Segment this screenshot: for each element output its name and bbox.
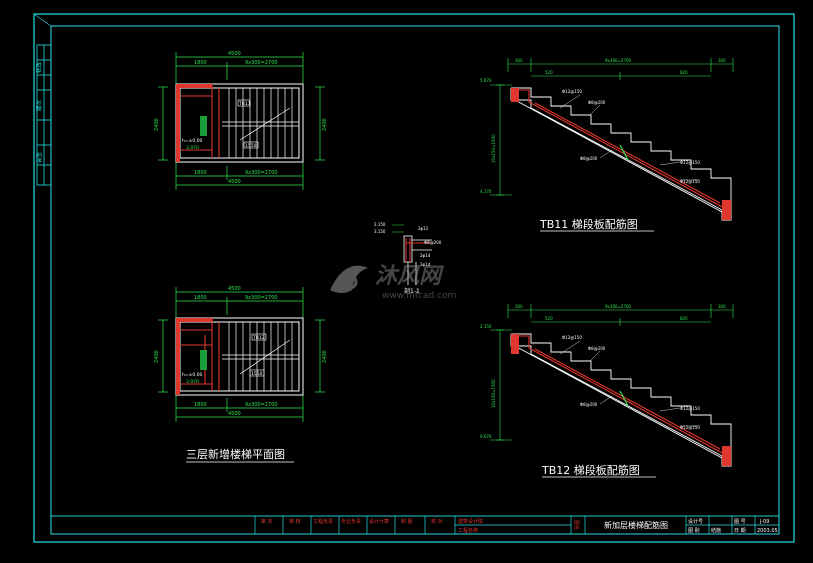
section-rebar-1: 2φ12 xyxy=(418,226,429,231)
tb11-dim-sub-1: 520 xyxy=(545,70,553,75)
watermark: 沐风网 www.mfcad.com xyxy=(330,264,456,301)
tb12-section: 300 9x300=2700 300 520 820 2.150 0.670 1… xyxy=(480,304,734,478)
tb11-title: TB11 梯段板配筋图 xyxy=(539,217,638,231)
plan-bottom-bottom-right-dim: 9x300=2700 xyxy=(245,402,278,408)
tb12-rebar-4: Φ12@150 xyxy=(680,406,700,411)
watermark-text: 沐风网 xyxy=(375,264,444,289)
stair-plan-bottom: 4500 1800 9x300=2700 2400 2400 1800 9x30… xyxy=(154,286,328,422)
plan-bottom-overall-dim: 4500 xyxy=(228,286,241,292)
tb-cell-draft: 制 图 xyxy=(401,518,413,525)
plan-top-left-dim: 1800 xyxy=(194,60,207,66)
tb12-title: TB12 梯段板配筋图 xyxy=(541,463,640,477)
plan-bottom-tag: TB12 xyxy=(252,335,265,341)
strip-label-version: 版次 xyxy=(35,99,43,111)
plan-top-right-dim: 9x300=2700 xyxy=(245,60,278,66)
section-dim-2: 3.150 xyxy=(374,229,386,234)
plan-bottom-height-left: 2400 xyxy=(154,350,160,363)
plan-top-bottom-left-dim: 1800 xyxy=(194,170,207,176)
section-rebar-2: Φ8@200 xyxy=(424,240,442,245)
tb-cell-review: 审 核 xyxy=(289,518,301,525)
tb11-elev-bottom: 4.170 xyxy=(480,189,492,194)
section-detail: 2.150 3.150 2φ12 Φ8@200 2φ14 2φ14 剖1-1 xyxy=(374,222,442,295)
tb-drawing-label: 图名 xyxy=(573,520,580,530)
tb12-dim-sub-2: 820 xyxy=(680,316,688,321)
tb11-dim-top-2: 9x300=2700 xyxy=(605,58,632,63)
tb-sheet-value: J-09 xyxy=(759,519,769,525)
stair-plan-top: 4500 1800 9x300=2700 2400 2400 1800 9x30… xyxy=(154,51,328,190)
section-rebar-3: 2φ14 xyxy=(420,253,431,258)
plan-top-height-left: 2400 xyxy=(154,118,160,131)
tb-drawing-name: 新加层楼梯配筋图 xyxy=(604,520,668,530)
tb12-rebar-5: Φ12@150 xyxy=(680,425,700,430)
strip-label-revision: 修改 xyxy=(35,61,43,73)
tb11-elev-top: 5.670 xyxy=(480,78,492,83)
tb12-dim-sub-1: 520 xyxy=(545,316,553,321)
tb11-rebar-2: Φ8@200 xyxy=(588,100,606,105)
tb-cat-label: 图 别 xyxy=(688,527,700,534)
tb12-side-dim: 10x150=1500 xyxy=(491,379,496,408)
plan-bottom-left-dim: 1800 xyxy=(194,295,207,301)
tb12-elev-bottom: 0.670 xyxy=(480,434,492,439)
tb-project: 工程名称 xyxy=(458,527,478,534)
tb-date-label: 日 期 xyxy=(734,528,746,534)
plan-top-overall-dim: 4500 xyxy=(228,51,241,57)
tb-cell-discipline-lead: 专业负责 xyxy=(341,518,361,525)
tb12-dim-top-2: 9x300=2700 xyxy=(605,304,632,309)
tb11-dim-top-3: 300 xyxy=(718,58,726,63)
tb11-rebar-5: Φ12@150 xyxy=(680,179,700,184)
tb-date-value: 2003.05 xyxy=(757,528,778,534)
plan-top-tag-2: 1550 xyxy=(245,143,257,149)
tb11-dim-sub-2: 820 xyxy=(680,70,688,75)
tb-cell-design: 设计计算 xyxy=(369,518,389,525)
section-title: 剖1-1 xyxy=(404,287,420,295)
revision-strip xyxy=(36,44,52,186)
tb12-rebar-1: Φ12@150 xyxy=(562,335,582,340)
tb11-rebar-1: Φ12@150 xyxy=(562,89,582,94)
tb11-dim-top-1: 300 xyxy=(515,58,523,63)
section-rebar-4: 2φ14 xyxy=(420,262,431,267)
plan-bottom-elev-2: 3.970 xyxy=(186,379,199,385)
plan-bottom-bottom-overall-dim: 4500 xyxy=(228,411,241,417)
plan-top-height-right: 2400 xyxy=(322,118,328,131)
tb12-dim-top-1: 300 xyxy=(515,304,523,309)
tb11-side-dim: 10x150=1500 xyxy=(491,134,496,163)
plan-bottom-elev-1: h=±0.00 xyxy=(182,372,203,378)
strip-label-signoff: 会签 xyxy=(35,151,43,163)
tb12-rebar-3: Φ8@200 xyxy=(580,402,598,407)
plan-bottom-bottom-left-dim: 1800 xyxy=(194,402,207,408)
tb-no-label: 设计号 xyxy=(688,518,703,525)
title-block: 审 定 审 核 工程负责 专业负责 设计计算 制 图 校 对 建筑设计院 工程名… xyxy=(50,515,780,535)
tb11-rebar-4: Φ12@150 xyxy=(680,160,700,165)
tb11-section: 300 9x300=2700 300 520 820 5.670 4.170 1… xyxy=(480,58,734,232)
tb11-rebar-3: Φ8@200 xyxy=(580,156,598,161)
plan-top-tag: TB11 xyxy=(238,101,251,107)
tb12-rebar-2: Φ8@200 xyxy=(588,346,606,351)
tb-company: 建筑设计院 xyxy=(458,518,483,525)
tb-cell-project-lead: 工程负责 xyxy=(313,518,333,525)
tb-cell-check: 校 对 xyxy=(431,518,443,525)
plan-top-elev-1: h=±0.00 xyxy=(182,138,203,144)
watermark-url: www.mfcad.com xyxy=(382,291,456,301)
plan-title: 三层新增楼梯平面图 xyxy=(186,447,285,461)
tb12-elev-top: 2.150 xyxy=(480,324,492,329)
plan-top-bottom-right-dim: 9x300=2700 xyxy=(245,170,278,176)
tb-cell-approve: 审 定 xyxy=(261,518,273,525)
section-dim-1: 2.150 xyxy=(374,222,386,227)
plan-bottom-height-right: 2400 xyxy=(322,350,328,363)
plan-top-elev-2: 3.970 xyxy=(186,145,199,151)
plan-bottom-tag-2: 1550 xyxy=(251,371,263,377)
tb12-dim-top-3: 300 xyxy=(718,304,726,309)
plan-bottom-right-dim: 9x300=2700 xyxy=(245,295,278,301)
tb-sheet-label: 图 号 xyxy=(734,519,746,525)
watermark-logo-icon xyxy=(330,265,368,293)
plan-top-bottom-overall-dim: 4500 xyxy=(228,179,241,185)
tb-cat-value: 结施 xyxy=(711,527,721,534)
